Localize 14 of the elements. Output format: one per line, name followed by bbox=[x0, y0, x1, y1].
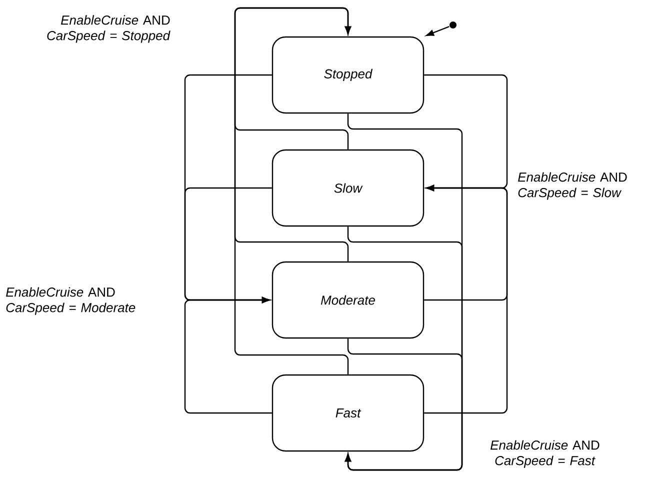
initial-dot bbox=[450, 22, 456, 28]
guard-label: EnableCruise AND CarSpeed = Stopped bbox=[47, 15, 170, 43]
transition-arrow bbox=[426, 26, 450, 36]
guard-label: EnableCruise AND CarSpeed = Slow bbox=[518, 172, 627, 200]
transition-arrow bbox=[234, 7, 352, 374]
transition-arrow bbox=[424, 184, 508, 414]
transition-arrow bbox=[184, 296, 272, 414]
state-box: Stopped bbox=[272, 36, 424, 114]
guard-label: EnableCruise AND CarSpeed = Moderate bbox=[6, 287, 136, 315]
state-box: Fast bbox=[272, 374, 424, 452]
guard-label: EnableCruise AND CarSpeed = Fast bbox=[490, 440, 600, 468]
state-box: Slow bbox=[272, 149, 424, 227]
transition-arrow bbox=[344, 338, 463, 471]
state-box: Moderate bbox=[272, 261, 424, 339]
